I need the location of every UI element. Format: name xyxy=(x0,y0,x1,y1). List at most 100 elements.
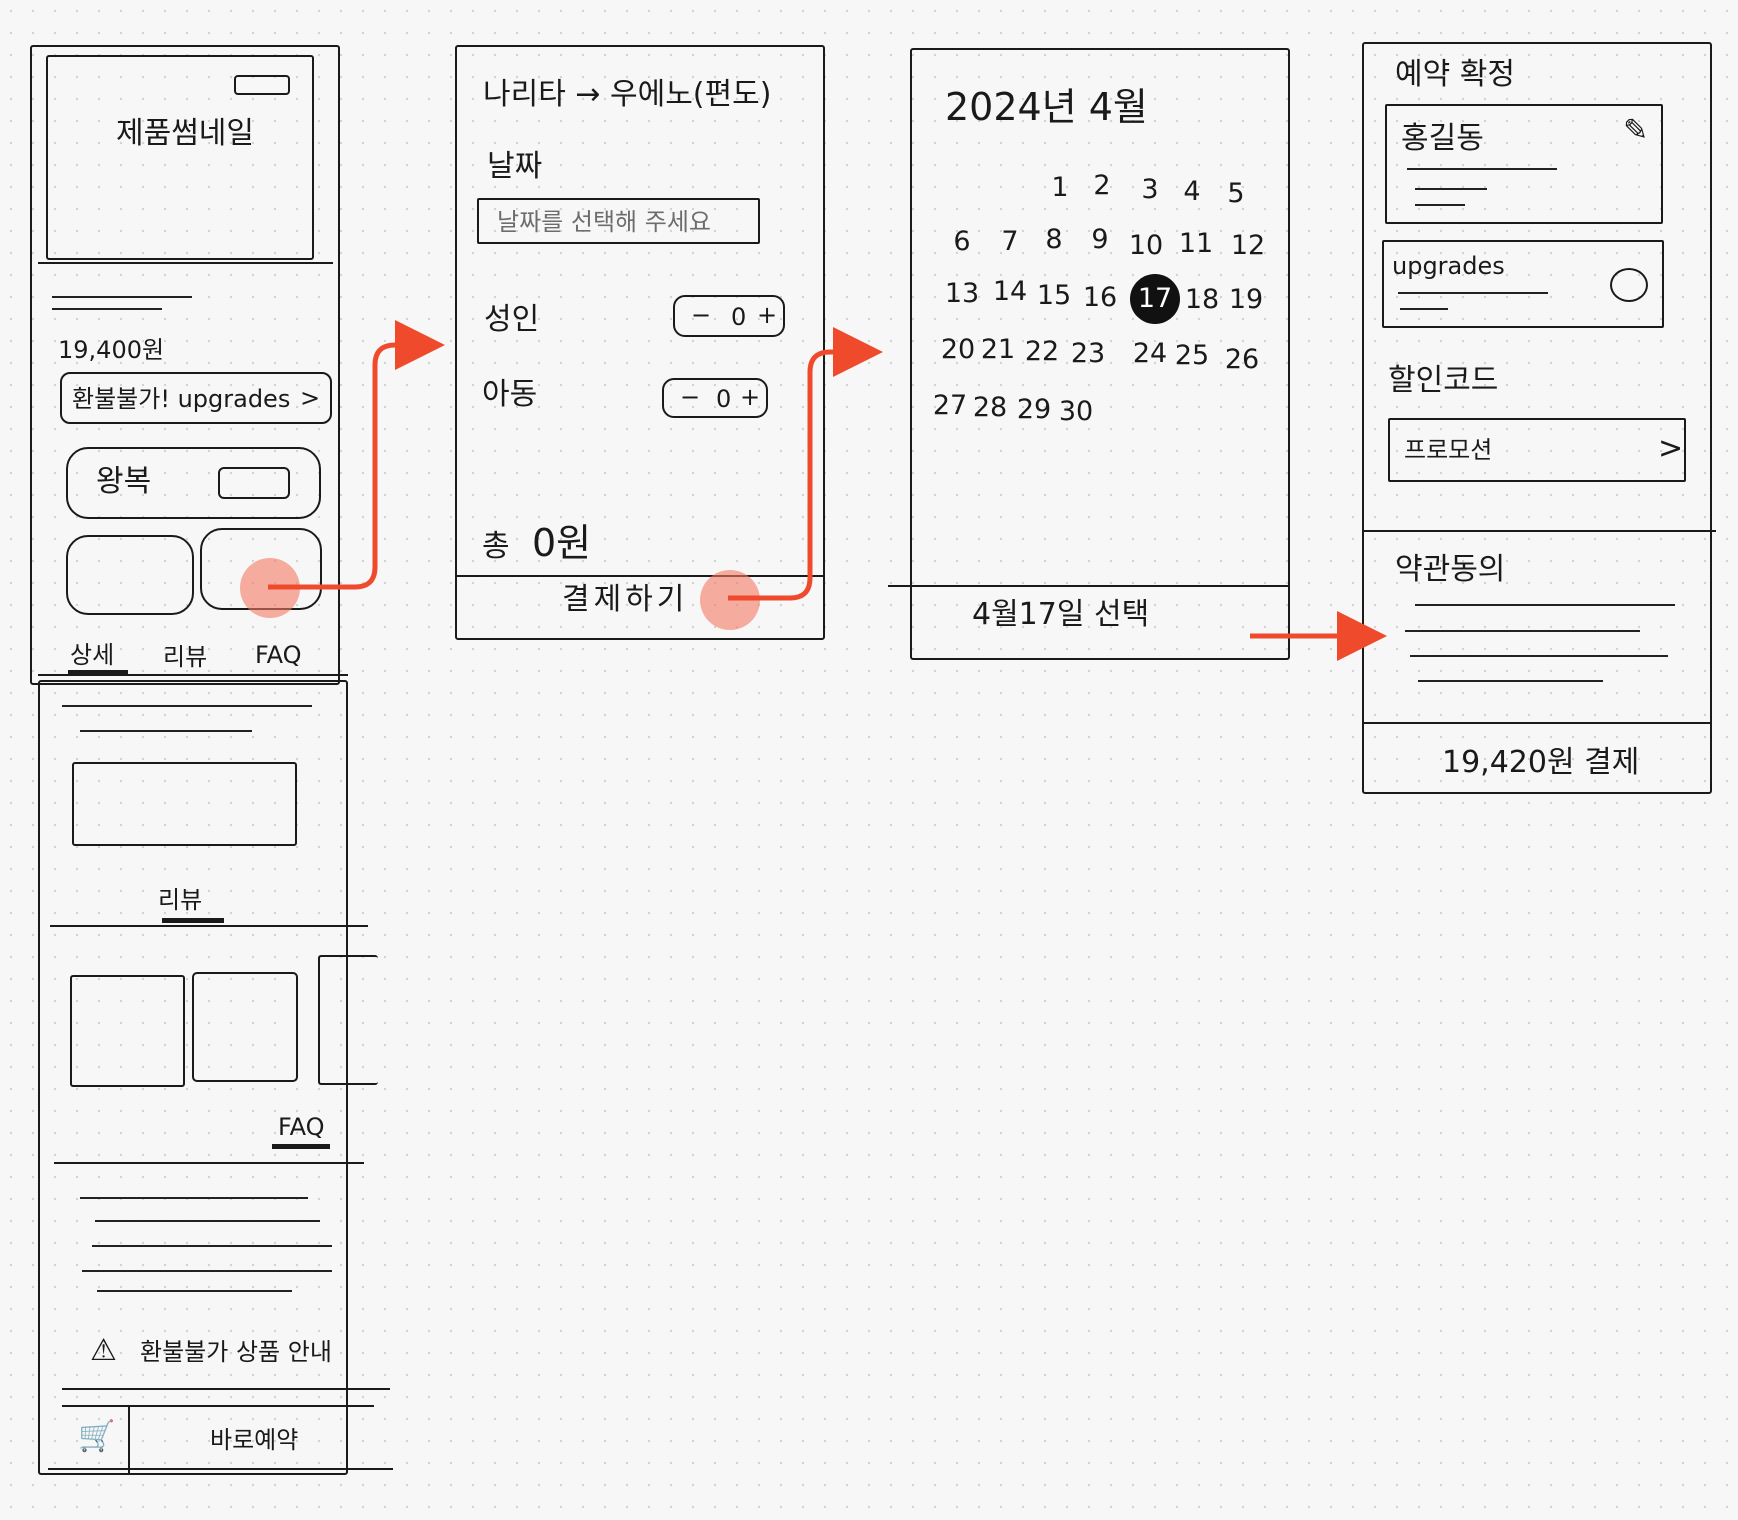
text-placeholder-line xyxy=(80,730,252,732)
product-price: 19,400원 xyxy=(58,336,165,364)
booker-name: 홍길동 xyxy=(1401,121,1484,156)
upgrade-banner-button[interactable]: 환불불가! upgrades > xyxy=(60,372,332,424)
divider xyxy=(1364,530,1716,532)
product-thumbnail[interactable]: 제품썸네일 xyxy=(46,55,314,260)
calendar-day[interactable]: 2 xyxy=(1093,170,1111,201)
divider xyxy=(50,925,368,927)
faq-placeholder-line xyxy=(80,1197,308,1199)
info-placeholder-line xyxy=(1407,168,1557,170)
upgrades-option-card[interactable]: upgrades xyxy=(1382,240,1664,328)
calendar-day[interactable]: 21 xyxy=(980,334,1016,365)
info-placeholder-line xyxy=(1400,308,1448,310)
divider xyxy=(888,585,1290,587)
divider xyxy=(38,262,333,264)
screen1-bottom-frame xyxy=(38,680,348,1475)
calendar-day[interactable]: 22 xyxy=(1024,336,1060,367)
pay-total-button[interactable]: 19,420원 결제 xyxy=(1442,745,1640,780)
book-now-button[interactable]: 바로예약 xyxy=(210,1426,299,1454)
stepper-plus-button[interactable]: + xyxy=(740,383,761,411)
calendar-day[interactable]: 8 xyxy=(1045,224,1063,255)
faq-placeholder-line xyxy=(95,1220,320,1222)
trip-type-option-roundtrip[interactable]: 왕복 xyxy=(66,447,321,519)
calendar-day-selected[interactable]: 17 xyxy=(1130,274,1180,324)
trip-type-option-left[interactable] xyxy=(66,535,194,615)
review-card[interactable] xyxy=(70,975,185,1087)
pay-button[interactable]: 결제하기 xyxy=(562,582,689,617)
calendar-day[interactable]: 7 xyxy=(1001,226,1019,257)
calendar-day[interactable]: 26 xyxy=(1224,344,1260,375)
stepper-value: 0 xyxy=(716,385,732,413)
calendar-day[interactable]: 9 xyxy=(1091,224,1109,255)
tab-review[interactable]: 리뷰 xyxy=(163,643,208,671)
calendar-day[interactable]: 24 xyxy=(1132,338,1168,369)
calendar-day[interactable]: 19 xyxy=(1228,284,1264,315)
faq-section-heading: FAQ xyxy=(278,1113,325,1141)
terms-placeholder-line xyxy=(1418,680,1603,682)
child-label: 아동 xyxy=(482,377,538,412)
screen2-frame xyxy=(455,45,825,640)
faq-placeholder-line xyxy=(82,1270,332,1272)
stepper-minus-button[interactable]: − xyxy=(691,301,712,329)
upgrades-radio[interactable] xyxy=(1610,268,1648,302)
tab-detail[interactable]: 상세 xyxy=(70,641,115,669)
calendar-day[interactable]: 27 xyxy=(932,390,968,421)
calendar-day[interactable]: 29 xyxy=(1016,394,1052,425)
thumbnail-label: 제품썸네일 xyxy=(116,116,254,151)
faq-heading-underline xyxy=(272,1144,330,1149)
upgrades-label: upgrades xyxy=(1392,252,1505,280)
adult-label: 성인 xyxy=(484,302,540,337)
calendar-day[interactable]: 18 xyxy=(1184,284,1220,315)
calendar-day[interactable]: 11 xyxy=(1178,228,1214,259)
warning-notice-text: 환불불가 상품 안내 xyxy=(140,1338,332,1366)
stepper-value: 0 xyxy=(731,303,747,331)
review-card-partial[interactable] xyxy=(318,955,378,1085)
image-counter-badge xyxy=(234,75,290,95)
calendar-day[interactable]: 15 xyxy=(1036,280,1072,311)
child-quantity-stepper[interactable]: − 0 + xyxy=(662,378,768,418)
divider xyxy=(38,674,348,676)
calendar-day[interactable]: 4 xyxy=(1183,176,1201,207)
calendar-day[interactable]: 20 xyxy=(940,334,976,365)
calendar-day[interactable]: 13 xyxy=(944,278,980,309)
promotion-select-button[interactable]: 프로모션 > xyxy=(1388,418,1686,482)
calendar-day[interactable]: 6 xyxy=(953,226,971,257)
edit-pencil-icon[interactable]: ✎ xyxy=(1623,113,1649,148)
calendar-day[interactable]: 12 xyxy=(1230,230,1266,261)
terms-placeholder-line xyxy=(1410,655,1668,657)
title-placeholder-line xyxy=(52,308,162,310)
divider xyxy=(457,575,823,577)
terms-placeholder-line xyxy=(1415,604,1675,606)
screen3-frame xyxy=(910,48,1290,660)
calendar-day[interactable]: 10 xyxy=(1128,230,1164,261)
bottom-bar-separator xyxy=(128,1405,130,1475)
calendar-day[interactable]: 28 xyxy=(972,392,1008,423)
info-placeholder-line xyxy=(1415,188,1487,190)
cart-icon[interactable]: 🛒 xyxy=(78,1419,116,1454)
screen4-frame xyxy=(1362,42,1712,794)
text-placeholder-line xyxy=(62,705,312,707)
stepper-minus-button[interactable]: − xyxy=(680,383,701,411)
date-select-field[interactable]: 날짜를 선택해 주세요 xyxy=(477,198,760,244)
terms-agreement-heading: 약관동의 xyxy=(1395,552,1506,587)
select-date-button[interactable]: 4월17일 선택 xyxy=(972,597,1150,632)
calendar-day[interactable]: 1 xyxy=(1051,172,1069,203)
promotion-label: 프로모션 xyxy=(1404,436,1493,464)
info-placeholder-line xyxy=(1398,292,1548,294)
title-placeholder-line xyxy=(52,296,192,298)
calendar-day[interactable]: 16 xyxy=(1082,282,1118,313)
route-title: 나리타 → 우에노(편도) xyxy=(483,77,772,112)
calendar-day[interactable]: 23 xyxy=(1070,338,1106,369)
calendar-day[interactable]: 3 xyxy=(1141,174,1159,205)
calendar-day[interactable]: 5 xyxy=(1227,178,1245,209)
booker-info-card[interactable]: 홍길동 ✎ xyxy=(1385,104,1663,224)
calendar-day[interactable]: 30 xyxy=(1058,396,1094,427)
calendar-day[interactable]: 25 xyxy=(1174,340,1210,371)
stepper-plus-button[interactable]: + xyxy=(757,301,778,329)
total-label: 총 xyxy=(482,529,510,564)
tab-faq[interactable]: FAQ xyxy=(255,641,302,669)
review-card[interactable] xyxy=(192,972,298,1082)
calendar-day[interactable]: 14 xyxy=(992,276,1028,307)
adult-quantity-stepper[interactable]: − 0 + xyxy=(673,295,785,337)
detail-image-placeholder xyxy=(72,762,297,846)
